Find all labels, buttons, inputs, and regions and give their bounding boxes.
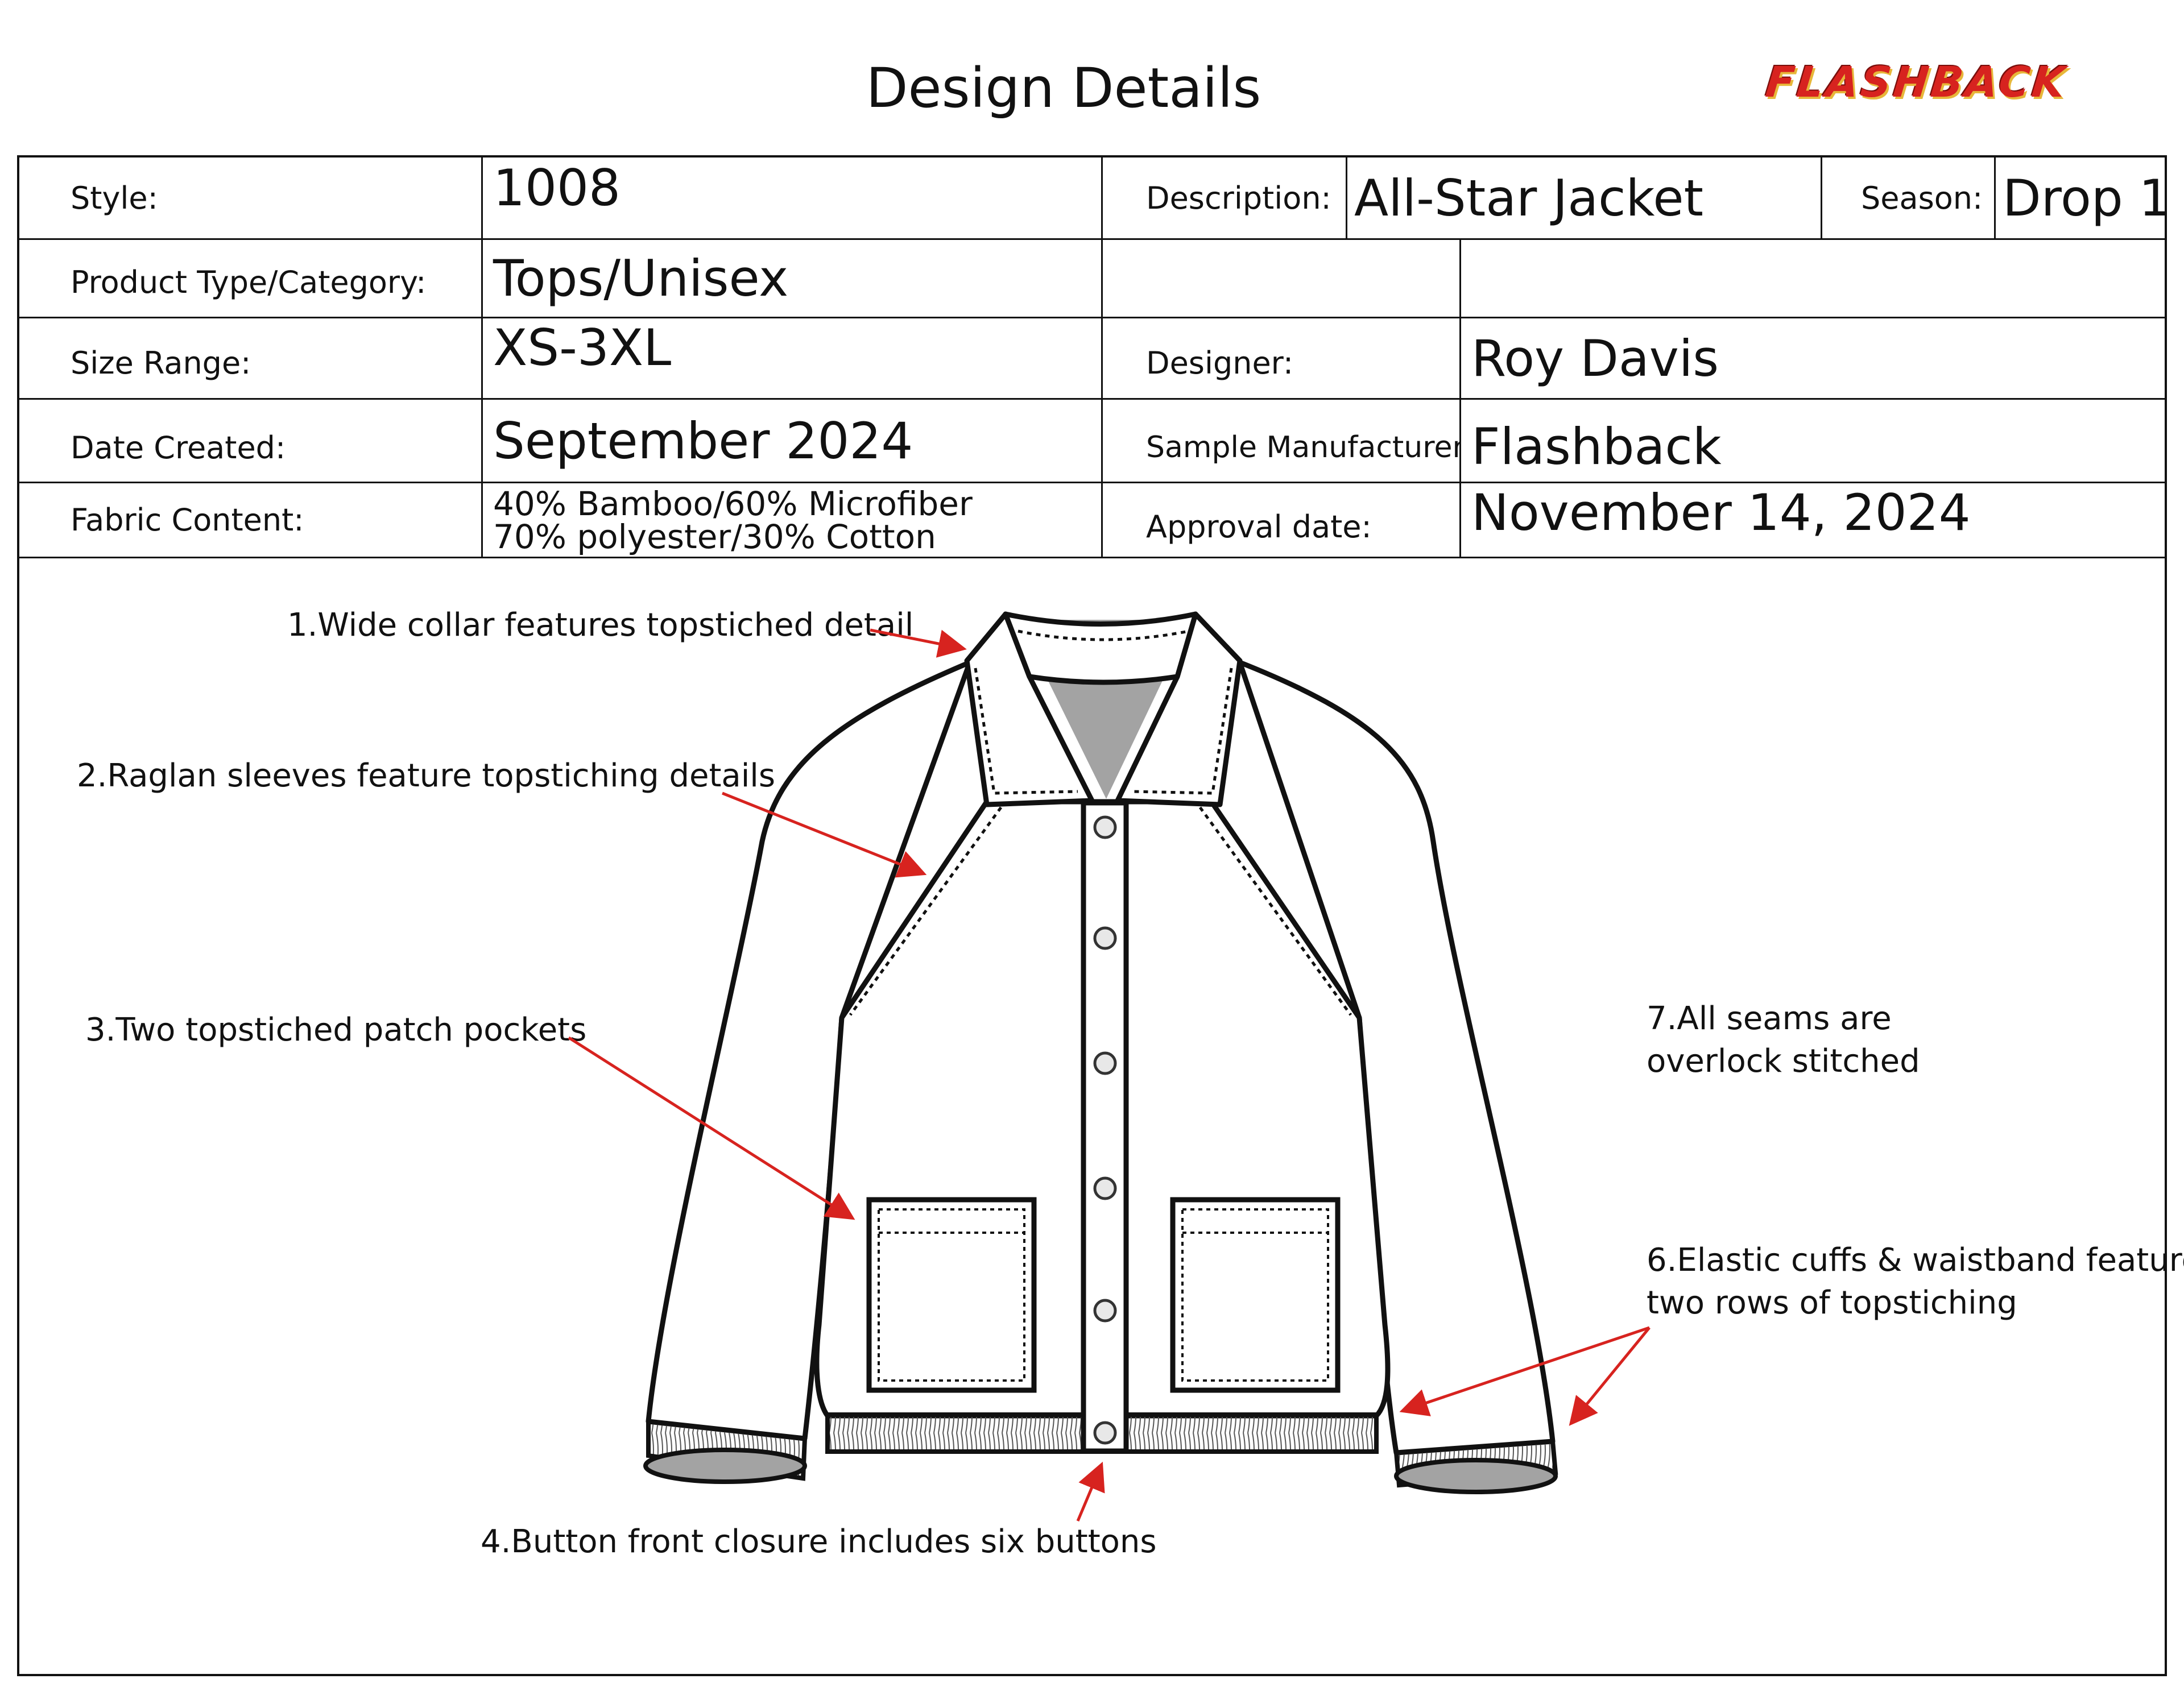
date-created-value: September 2024 xyxy=(483,400,1103,483)
callout-seams-line2: overlock stitched xyxy=(1647,1043,1920,1080)
right-cuff-opening xyxy=(1394,1458,1558,1494)
sample-manufacturer-label: Sample Manufacturer: xyxy=(1103,400,1461,483)
arrow-pockets xyxy=(568,1036,855,1220)
style-label: Style: xyxy=(19,157,483,240)
buttons xyxy=(1093,815,1117,1445)
button xyxy=(1093,815,1117,839)
empty-cell xyxy=(1461,240,2165,318)
fabric-content-value: 40% Bamboo/60% Microfiber 70% polyester/… xyxy=(483,483,1103,558)
callout-cuffs-line2: two rows of topstiching xyxy=(1647,1284,2017,1321)
button xyxy=(1093,1299,1117,1323)
button xyxy=(1093,1051,1117,1075)
designer-value: Roy Davis xyxy=(1461,318,2165,400)
callout-buttons: 4.Button front closure includes six butt… xyxy=(481,1523,1157,1560)
callout-pockets: 3.Two topstiched patch pockets xyxy=(85,1012,586,1048)
arrow-buttons xyxy=(1076,1461,1105,1522)
size-range-label: Size Range: xyxy=(19,318,483,400)
button-placket xyxy=(1081,800,1129,1454)
size-range-value: XS-3XL xyxy=(483,318,1103,400)
callout-sleeves: 2.Raglan sleeves feature topstiching det… xyxy=(77,757,775,794)
fabric-line: 70% polyester/30% Cotton xyxy=(493,517,936,556)
arrow-cuff-right xyxy=(1569,1327,1651,1426)
description-label: Description: xyxy=(1103,157,1347,240)
description-value: All-Star Jacket xyxy=(1347,157,1822,240)
raglan-stitch-right xyxy=(1198,806,1352,1016)
page-title: Design Details xyxy=(866,56,1261,120)
left-cuff-opening xyxy=(643,1448,807,1484)
season-value: Drop 1 xyxy=(1996,157,2165,240)
button xyxy=(1093,926,1117,950)
callout-collar: 1.Wide collar features topstiched detail xyxy=(287,607,913,644)
style-value: 1008 xyxy=(483,157,1103,240)
button xyxy=(1093,1421,1117,1445)
raglan-stitch-left xyxy=(849,806,1003,1016)
season-label: Season: xyxy=(1822,157,1996,240)
right-patch-pocket xyxy=(1170,1197,1341,1393)
callout-cuffs-line1: 6.Elastic cuffs & waistband feature xyxy=(1647,1242,2184,1279)
designer-label: Designer: xyxy=(1103,318,1461,400)
empty-cell xyxy=(1103,240,1461,318)
date-created-label: Date Created: xyxy=(19,400,483,483)
callout-seams-line1: 7.All seams are xyxy=(1647,1000,1892,1037)
arrow-cuff-left xyxy=(1399,1326,1650,1416)
category-label: Product Type/Category: xyxy=(19,240,483,318)
arrow-collar xyxy=(870,628,967,658)
fabric-content-label: Fabric Content: xyxy=(19,483,483,558)
sample-manufacturer-value: Flashback xyxy=(1461,400,2165,483)
category-value: Tops/Unisex xyxy=(483,240,1103,318)
approval-date-value: November 14, 2024 xyxy=(1461,483,2165,558)
button xyxy=(1093,1176,1117,1200)
fabric-line: 40% Bamboo/60% Microfiber xyxy=(493,484,973,523)
design-sheet: Style: 1008 Description: All-Star Jacket… xyxy=(17,155,2167,1676)
collar-stand xyxy=(1003,611,1198,685)
approval-date-label: Approval date: xyxy=(1103,483,1461,558)
left-patch-pocket xyxy=(866,1197,1037,1393)
arrow-sleeves xyxy=(722,791,927,878)
